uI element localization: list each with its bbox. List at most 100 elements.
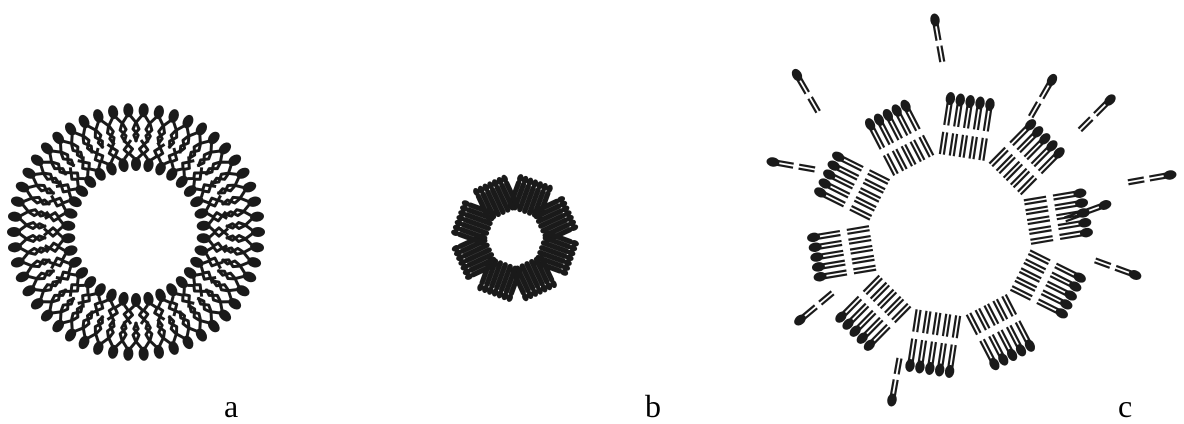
inner-lipid [142,139,162,173]
outer-lipid [40,288,76,322]
inner-lipid [50,184,82,208]
outer-lipid [64,122,94,160]
free-molecule [791,68,821,114]
outer-lipid [196,142,232,176]
outer-lipid [188,131,220,168]
free-molecule [1027,73,1058,119]
outer-lipid [93,109,116,150]
molecule-cluster [507,174,553,220]
molecule-cluster [864,99,935,176]
inner-lipid [81,283,106,315]
panel-label-b: b [645,388,661,424]
outer-lipid [220,196,262,218]
inner-lipid [95,288,117,321]
panel-b-clusters [451,174,579,302]
inner-lipid [190,256,222,280]
outer-lipid [10,246,52,268]
inner-lipid [155,143,177,176]
inner-lipid [68,276,97,305]
inner-lipid [194,245,228,266]
outer-lipid [15,181,56,206]
molecule-cluster [807,225,877,282]
inner-lipid [175,276,204,305]
outer-lipid [204,279,242,310]
outer-lipid [188,296,220,333]
free-molecule [1063,200,1112,223]
panel-c-dispersed-clusters [766,13,1177,407]
inner-lipid [190,184,222,208]
outer-lipid [78,114,104,154]
outer-lipid [168,310,194,350]
panel-label-c: c [1118,388,1133,424]
molecule-cluster [1023,188,1093,245]
outer-lipid [22,167,61,195]
inner-lipid [166,149,191,181]
molecule-cluster [477,256,523,302]
inner-lipid [196,230,230,250]
outer-lipid [7,234,49,254]
outer-lipid [204,154,242,185]
outer-lipid [223,210,265,230]
outer-lipid [120,103,140,144]
molecule-cluster [473,174,520,222]
panel-label-a: a [224,388,239,424]
inner-lipid [50,256,82,280]
inner-lipid [196,214,230,234]
inner-lipid [58,171,89,197]
outer-lipid [107,105,128,146]
free-molecule [1127,170,1177,186]
outer-lipid [178,304,208,342]
free-molecule [766,157,816,173]
molecule-cluster [1009,249,1086,319]
outer-lipid [52,131,84,168]
outer-lipid [168,114,194,154]
outer-lipid [216,181,257,206]
inner-lipid [42,230,76,250]
inner-lipid [42,214,76,234]
outer-lipid [7,222,47,242]
outer-lipid [196,288,232,322]
inner-lipid [194,198,228,219]
outer-lipid [10,196,52,218]
free-molecule [930,13,946,63]
outer-lipid [211,167,250,195]
outer-lipid [132,103,152,144]
inner-lipid [81,149,106,181]
outer-lipid [216,258,257,283]
free-molecule [794,290,835,326]
inner-lipid [44,198,78,219]
outer-lipid [144,318,165,359]
outer-lipid [107,318,128,359]
molecule-cluster [988,119,1065,196]
inner-lipid [110,139,130,173]
free-molecule [887,357,903,407]
outer-lipid [78,310,104,350]
inner-lipid [155,288,177,321]
molecule-cluster [531,196,579,243]
outer-lipid [120,320,140,361]
inner-lipid [44,245,78,266]
outer-lipid [178,122,208,160]
inner-lipid [95,143,117,176]
outer-lipid [132,320,152,361]
molecule-cluster [965,294,1036,371]
inner-lipid [142,291,162,325]
outer-lipid [64,304,94,342]
inner-lipid [68,159,97,188]
molecule-cluster [814,151,891,221]
outer-lipid [52,296,84,333]
inner-lipid [58,267,89,293]
inner-lipid [183,267,214,293]
outer-lipid [225,222,265,242]
outer-lipid [22,269,61,297]
outer-lipid [30,279,68,310]
molecule-cluster [905,309,962,378]
outer-lipid [144,105,165,146]
inner-lipid [175,159,204,188]
free-molecule [1094,257,1142,280]
inner-lipid [126,139,146,171]
outer-lipid [40,142,76,176]
panel-a-vesicle [7,103,265,361]
outer-lipid [30,154,68,185]
